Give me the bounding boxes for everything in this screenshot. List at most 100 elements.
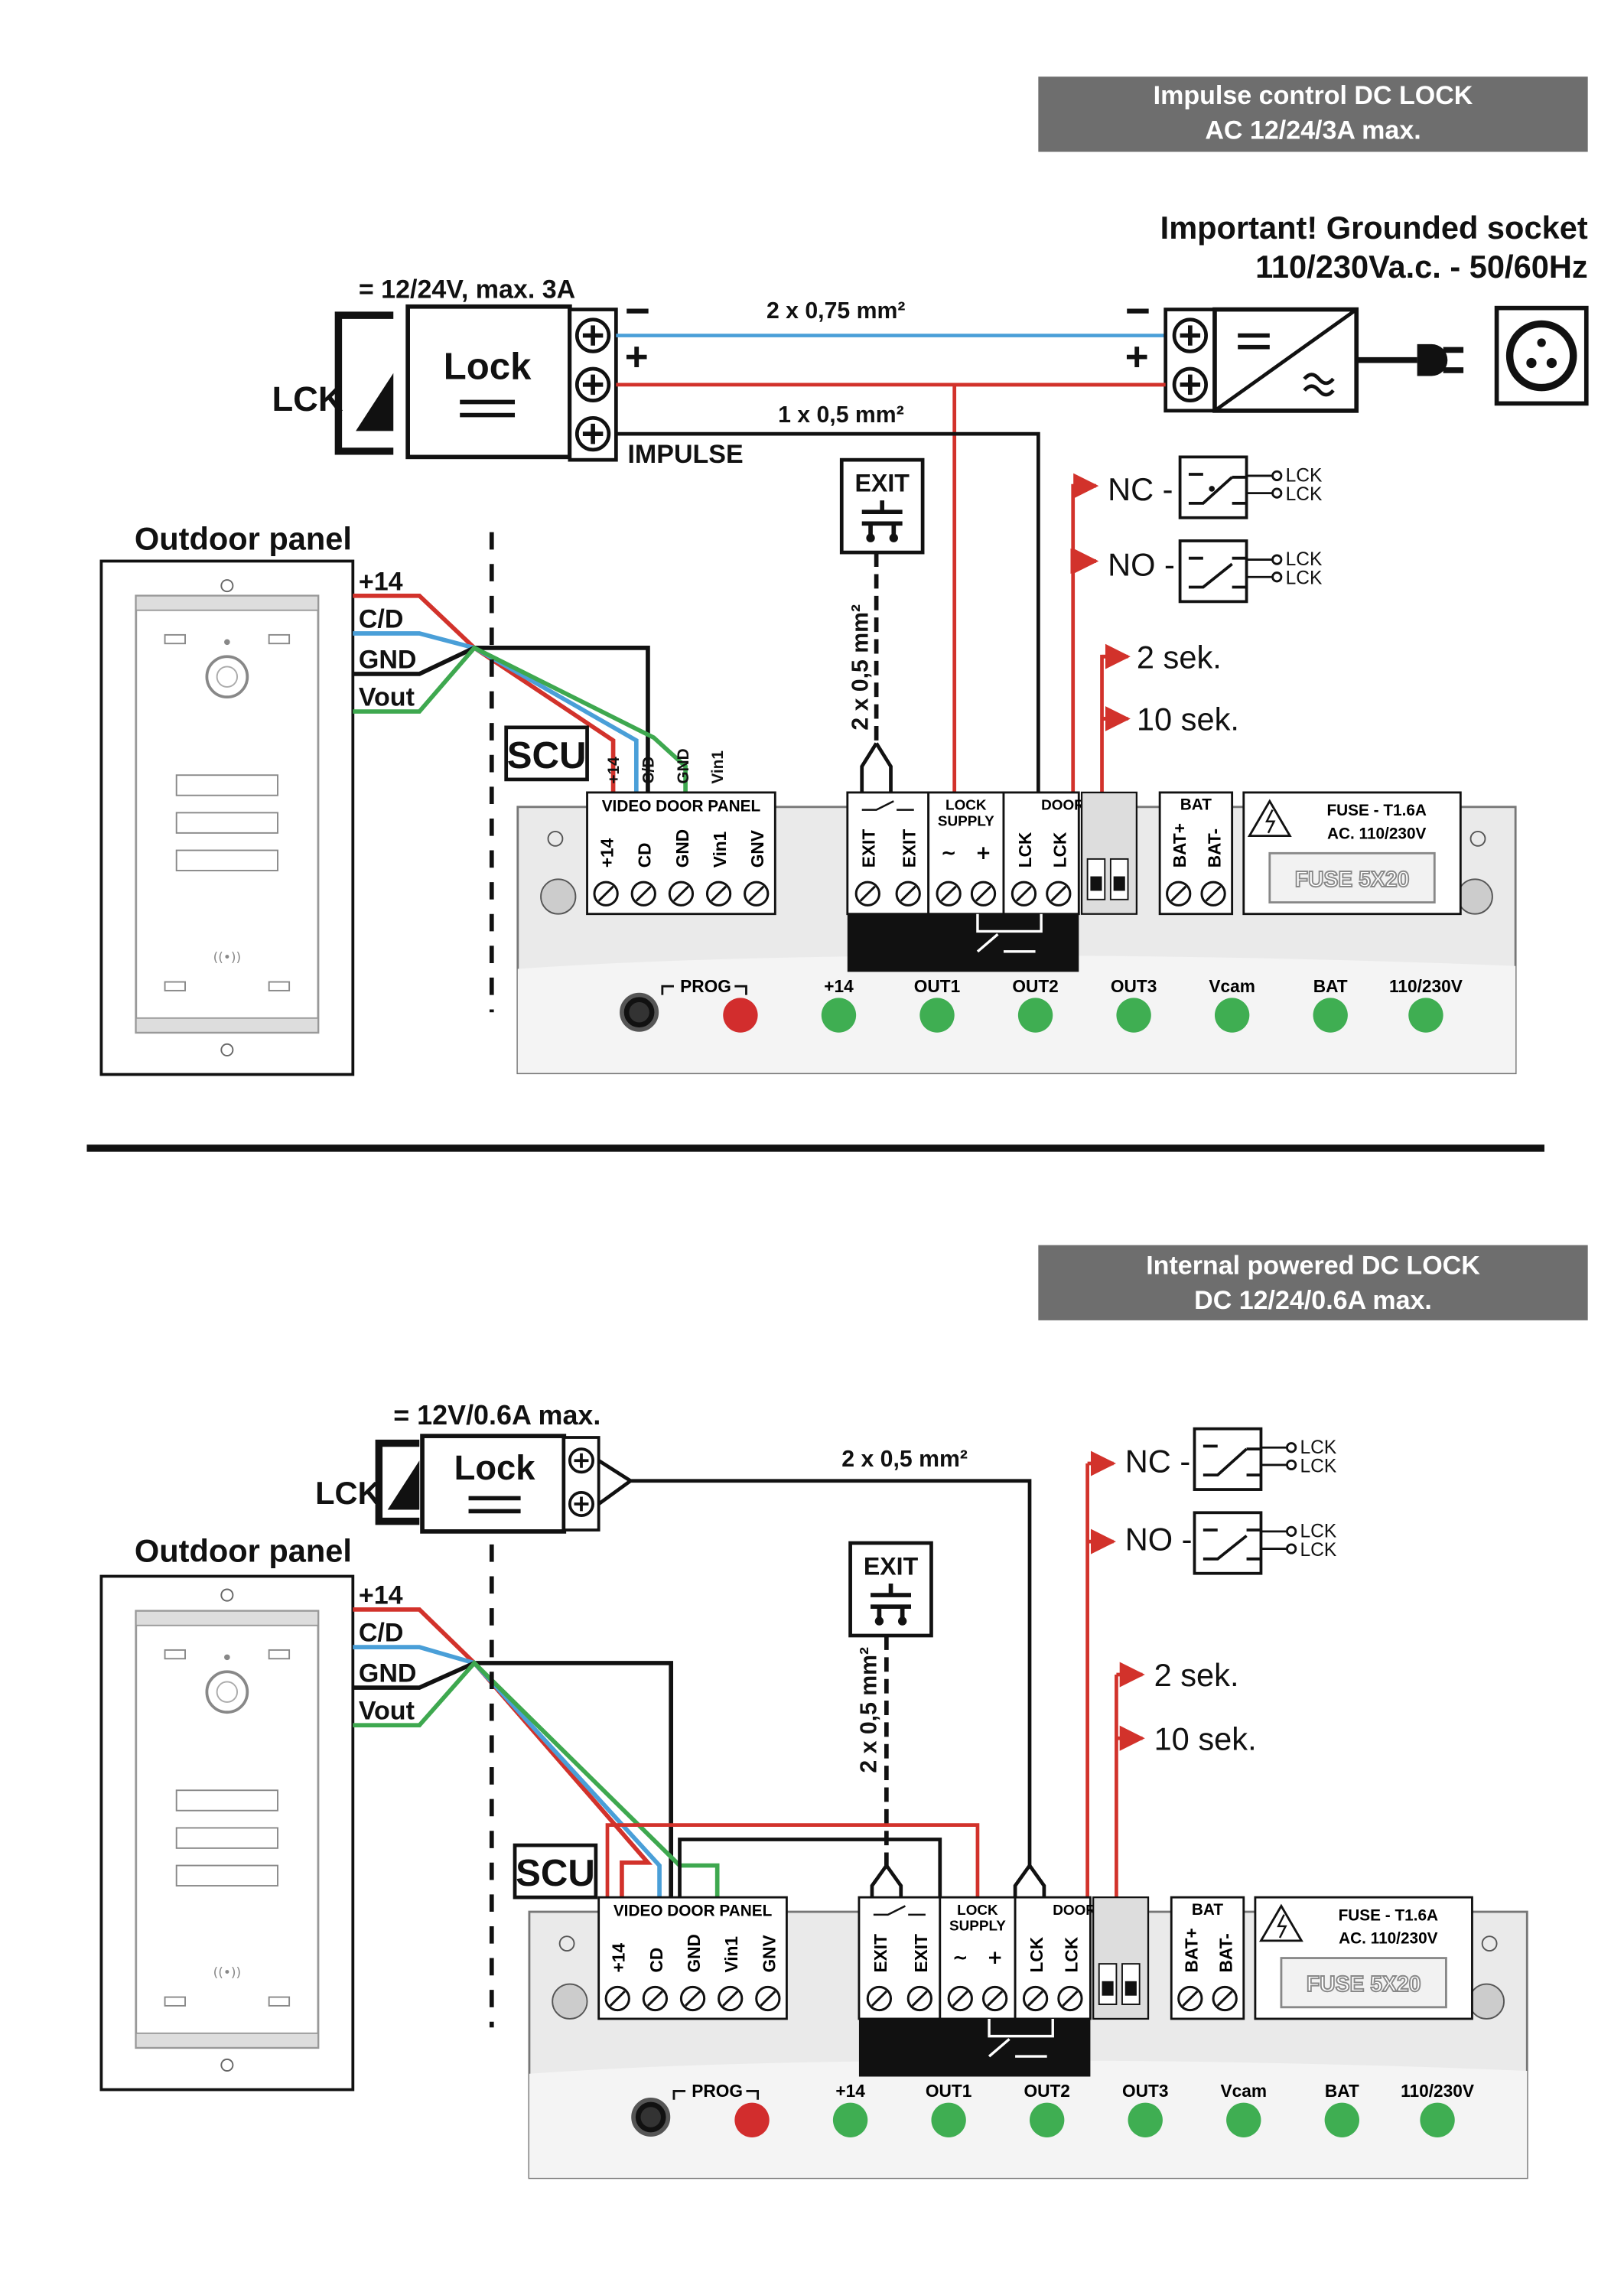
prog-button-inner [640, 2107, 661, 2127]
scu-hole [547, 831, 564, 847]
svg-text:GND: GND [675, 748, 692, 783]
bottom-lock-bolt [387, 1460, 420, 1510]
led-label-4: Vcam [1221, 2081, 1268, 2101]
transformer [1163, 307, 1359, 413]
bottom-lock-cable [597, 1459, 1032, 1866]
fuse-holder [1280, 1957, 1447, 2009]
terminal-slot [760, 1990, 776, 2007]
plus-symbol: + [975, 842, 991, 864]
bottom-black-loop [678, 1838, 942, 1898]
status-led-4 [1214, 998, 1250, 1033]
prog-led [734, 2102, 770, 2137]
terminal-label: GNV [747, 830, 767, 868]
terminal-label: LCK [1050, 832, 1069, 868]
no-switch-icon [1178, 539, 1283, 604]
sek2-label: 2 sek. [1137, 639, 1222, 675]
bottom-panel-wire-labels: +14 C/D GND Vout [359, 1580, 417, 1725]
terminal-label: CD [635, 842, 655, 868]
fuse-box-label: FUSE 5X20 [1307, 1972, 1421, 1997]
terminal-label: EXIT [911, 1934, 931, 1973]
terminal-label: BAT- [1205, 828, 1225, 868]
status-led-5 [1313, 998, 1348, 1033]
dip-knob [1090, 876, 1102, 891]
terminal-label: BAT+ [1181, 1928, 1201, 1972]
led-label-6: 110/230V [1401, 2081, 1474, 2101]
ac-symbol: ~ [941, 842, 957, 864]
wire-red-supply-top [952, 382, 1166, 793]
terminal-slot [975, 885, 992, 902]
bottom-lck-label: LCK [315, 1475, 380, 1511]
status-led-1 [931, 2102, 966, 2137]
bottom-header-box [1038, 1245, 1588, 1320]
terminal-label: EXIT [900, 829, 919, 868]
lock-minus: − [625, 287, 650, 335]
transformer-minus: − [1125, 287, 1150, 335]
terminal-slot [900, 885, 916, 902]
top-section: Impulse control DC LOCK AC 12/24/3A max.… [99, 76, 1589, 1076]
lock-terminals [568, 308, 618, 462]
svg-text:Vout: Vout [359, 1697, 415, 1726]
terminal-slot [609, 1990, 626, 2007]
terminal-slot [1062, 1990, 1079, 2007]
scu-screw [552, 1983, 588, 2020]
led-label-3: OUT3 [1111, 976, 1157, 996]
bottom-outdoor-panel-label: Outdoor panel [135, 1533, 352, 1569]
lock-supply-label-1: LOCK [945, 798, 987, 814]
lock-supply-label: = 12/24V, max. 3A [359, 275, 575, 304]
dip-knob [1124, 1981, 1137, 1996]
bottom-cable-top-label: 2 x 0,5 mm² [841, 1447, 968, 1472]
terminal-slot [940, 885, 957, 902]
terminal-slot [635, 885, 652, 902]
exit-cable-label: 2 x 0,5 mm² [848, 604, 873, 731]
prog-label: PROG [680, 976, 731, 996]
lock-bracket [334, 311, 394, 455]
top-header-line2: AC 12/24/3A max. [1205, 116, 1421, 145]
terminal-label: CD [646, 1948, 666, 1973]
lock-supply-label-2: SUPPLY [949, 1919, 1006, 1935]
bottom-nc-switch-icon [1193, 1427, 1297, 1491]
terminal-slot [987, 1990, 1004, 2007]
scu-screw [540, 878, 577, 915]
bottom-red-loop [605, 1823, 980, 1898]
sek10-label: 10 sek. [1137, 702, 1239, 737]
bottom-nc-label: NC - [1125, 1443, 1190, 1479]
video-door-panel-label: VIDEO DOOR PANEL [602, 797, 761, 815]
svg-text:+14: +14 [359, 1580, 403, 1610]
outdoor-panel: ((•)) [99, 559, 355, 1076]
bottom-no-switch-icon [1193, 1511, 1297, 1575]
scu-front [529, 2060, 1528, 2178]
no-lck1: LCK [1286, 549, 1323, 570]
terminal-slot [1015, 885, 1032, 902]
lock-supply-label-2: SUPPLY [938, 813, 994, 829]
scu-wire-labels-top: +14 C/D GND Vin1 [605, 748, 727, 783]
terminal-label: GND [672, 829, 692, 868]
terminal-slot [1205, 885, 1222, 902]
transformer-plus: + [1125, 334, 1149, 379]
nc-lck1: LCK [1286, 465, 1323, 486]
terminal-label: LCK [1015, 832, 1035, 868]
scu-label-bottom: SCU [516, 1853, 595, 1894]
bottom-section: Internal powered DC LOCK DC 12/24/0.6A m… [99, 1245, 1588, 2092]
status-led-2 [1017, 998, 1053, 1033]
video-door-panel-label: VIDEO DOOR PANEL [613, 1903, 773, 1920]
prog-bracket [672, 2090, 760, 2100]
status-led-2 [1029, 2102, 1065, 2137]
terminal-label: GND [684, 1934, 704, 1972]
bottom-no-lck2: LCK [1300, 1540, 1336, 1561]
relay-block [847, 913, 1079, 972]
warning-icon [1258, 1903, 1303, 1942]
important-line1: Important! Grounded socket [1160, 210, 1588, 246]
terminal-slot [952, 1990, 968, 2007]
bottom-sek10-label: 10 sek. [1154, 1720, 1257, 1756]
lock-bolt [356, 373, 394, 431]
svg-text:C/D: C/D [640, 757, 658, 784]
status-led-3 [1128, 2102, 1163, 2137]
nc-switch-icon [1178, 455, 1283, 519]
bottom-lock-supply-label: = 12V/0.6A max. [393, 1399, 600, 1431]
warning-icon [1247, 799, 1292, 838]
bat-label: BAT [1180, 796, 1212, 814]
panel-wire-gnd: GND [359, 645, 417, 674]
scu-front [517, 955, 1516, 1073]
terminal-slot [859, 885, 876, 902]
